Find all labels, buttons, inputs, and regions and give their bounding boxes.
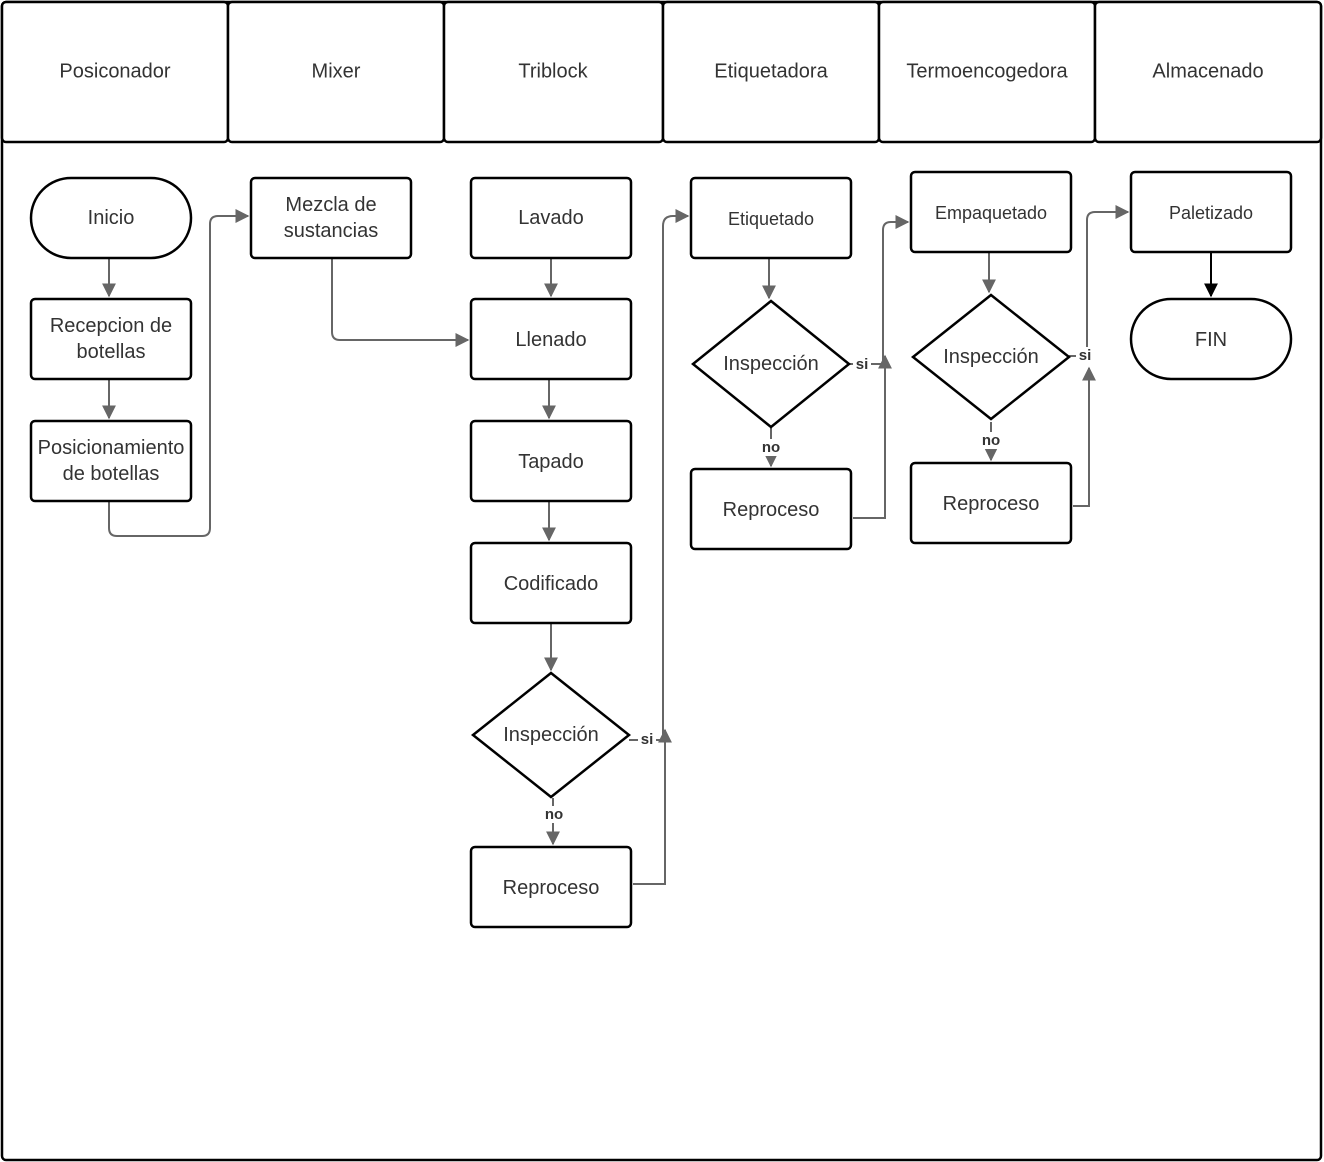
edge-label-si: si (1079, 347, 1092, 364)
node-label-line: Recepcion de (50, 315, 172, 337)
connector-inspeccion-si-triblock (629, 209, 690, 741)
lane-header-almacenado: Almacenado (1093, 0, 1323, 144)
edge-label-si: si (641, 731, 654, 748)
node-codificado: Codificado (469, 541, 633, 625)
lane-header-triblock: Triblock (442, 0, 665, 144)
connectors (102, 205, 1218, 885)
node-label: Recepcion de botellas (50, 315, 172, 363)
node-label-line: Paletizado (1169, 203, 1253, 223)
edge-label-no: no (982, 432, 1000, 449)
node-reproceso-triblock: Reproceso (469, 845, 633, 929)
connector-reproceso-return-termo (1073, 366, 1096, 507)
node-label-line: Lavado (518, 207, 584, 229)
node-label: Posicionamiento de botellas (38, 437, 185, 485)
node-label-line: Llenado (515, 329, 586, 351)
node-label-line: Inspección (723, 353, 819, 375)
node-label-line: de botellas (63, 463, 160, 485)
node-label-line: Tapado (518, 451, 584, 473)
node-label: Inspección (943, 346, 1039, 368)
lane-label-almacenado: Almacenado (1152, 60, 1263, 82)
lane-label-etiquetadora: Etiquetadora (714, 60, 828, 82)
connector-reproceso-return-etiquetadora (853, 354, 892, 519)
node-label-line: Inicio (88, 207, 135, 229)
node-label-line: sustancias (284, 220, 379, 242)
node-label-line: Reproceso (503, 877, 600, 899)
edge-label-no: no (762, 439, 780, 456)
node-posicionamiento-de-botellas: Posicionamiento de botellas (29, 419, 193, 503)
node-label-line: Codificado (504, 573, 599, 595)
lane-label-posiconador: Posiconador (59, 60, 171, 82)
edge-label-si: si (856, 356, 869, 373)
connector-inspeccion-si-termo (1069, 205, 1130, 357)
lane-header-posiconador: Posiconador (0, 0, 230, 144)
node-inicio: Inicio (29, 176, 193, 260)
node-etiquetado: Etiquetado (689, 176, 853, 260)
node-label: Tapado (518, 451, 584, 473)
connector-inspeccion-si-etiquetadora (849, 215, 910, 365)
node-label: Etiquetado (728, 209, 814, 229)
node-fin: FIN (1129, 297, 1293, 381)
edge-label-no: no (545, 806, 563, 823)
node-label: Lavado (518, 207, 584, 229)
node-recepcion-de-botellas: Recepcion de botellas (29, 297, 193, 381)
node-mezcla-de-sustancias: Mezcla de sustancias (249, 176, 413, 260)
node-inspeccion-etiquetadora: Inspección (691, 299, 851, 429)
node-tapado: Tapado (469, 419, 633, 503)
node-label: Llenado (515, 329, 586, 351)
node-empaquetado: Empaquetado (909, 170, 1073, 254)
node-label: Mezcla de sustancias (284, 194, 379, 242)
lane-label-termoencogedora: Termoencogedora (906, 60, 1068, 82)
node-label: Reproceso (943, 493, 1040, 515)
node-label: Inspección (723, 353, 819, 375)
node-label-line: Posicionamiento (38, 437, 185, 459)
node-inspeccion-triblock: Inspección (470, 671, 632, 799)
node-inspeccion-termoencogedora: Inspección (910, 293, 1072, 421)
node-label: Codificado (504, 573, 599, 595)
node-llenado: Llenado (469, 297, 633, 381)
node-label-line: Reproceso (943, 493, 1040, 515)
lane-label-mixer: Mixer (312, 60, 361, 82)
node-paletizado: Paletizado (1129, 170, 1293, 254)
node-label-line: Mezcla de (285, 194, 376, 216)
node-label-line: Etiquetado (728, 209, 814, 229)
node-label: Paletizado (1169, 203, 1253, 223)
node-label-line: botellas (77, 341, 146, 363)
node-label: Reproceso (503, 877, 600, 899)
node-label: Empaquetado (935, 203, 1047, 223)
node-label: FIN (1195, 329, 1227, 351)
node-label-line: Reproceso (723, 499, 820, 521)
node-lavado: Lavado (469, 176, 633, 260)
lane-header-termoencogedora: Termoencogedora (877, 0, 1097, 144)
connector-reproceso-return-triblock (633, 728, 672, 885)
lane-header-etiquetadora: Etiquetadora (661, 0, 881, 144)
node-label-line: Inspección (943, 346, 1039, 368)
node-label: Reproceso (723, 499, 820, 521)
connector-posicionamiento-mezcla (108, 209, 250, 537)
node-label: Inspección (503, 724, 599, 746)
node-reproceso-termoencogedora: Reproceso (909, 461, 1073, 545)
node-label-line: Inspección (503, 724, 599, 746)
lane-header-mixer: Mixer (226, 0, 446, 144)
connector-mezcla-llenado (331, 258, 470, 347)
node-label: Inicio (88, 207, 135, 229)
node-reproceso-etiquetadora: Reproceso (689, 467, 853, 551)
edge-labels: si no si no si no (541, 347, 1094, 823)
lane-label-triblock: Triblock (518, 60, 588, 82)
node-label-line: FIN (1195, 329, 1227, 351)
node-label-line: Empaquetado (935, 203, 1047, 223)
